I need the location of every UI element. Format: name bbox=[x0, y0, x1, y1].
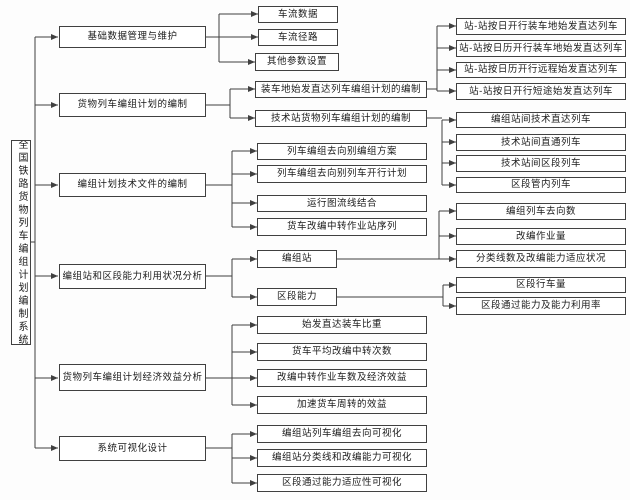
node-loading-site-direct-plan: 装车地始发直达列车编组计划的编制 bbox=[255, 81, 427, 98]
node-marshalling-station: 编组站 bbox=[257, 250, 337, 268]
node-diagram-flowline-combination: 运行图流线结合 bbox=[257, 195, 427, 212]
node-car-flow-data: 车流数据 bbox=[258, 6, 338, 23]
node-section-traffic-volume: 区段行车量 bbox=[456, 277, 626, 293]
node-technical-doc-compilation: 编组计划技术文件的编制 bbox=[59, 173, 206, 197]
node-calendar-loading-direct: 站-站按日历开行装车地始发直达列车 bbox=[456, 40, 626, 57]
node-economic-benefit-analysis: 货物列车编组计划经济效益分析 bbox=[59, 364, 206, 391]
node-classification-track-adaptation: 分类线数及改编能力适应状况 bbox=[456, 250, 626, 268]
node-direction-formation-scheme: 列车编组去向别编组方案 bbox=[257, 143, 427, 160]
node-basic-data-maintenance: 基础数据管理与维护 bbox=[59, 26, 206, 48]
node-car-flow-route: 车流径路 bbox=[258, 29, 338, 46]
node-direction-train-operation-plan: 列车编组去向别列车开行计划 bbox=[257, 165, 427, 183]
node-section-local: 区段管内列车 bbox=[456, 177, 626, 193]
node-resorting-workload: 改编作业量 bbox=[456, 228, 626, 245]
node-turnover-acceleration-benefit: 加速货车周转的效益 bbox=[257, 396, 427, 414]
node-average-resorting-times: 货车平均改编中转次数 bbox=[257, 343, 427, 361]
node-capacity-utilization-analysis: 编组站和区段能力利用状况分析 bbox=[59, 264, 206, 289]
node-resorting-car-count-benefit: 改编中转作业车数及经济效益 bbox=[257, 369, 427, 387]
node-section-capacity-visualization: 区段通过能力适应性可视化 bbox=[257, 474, 427, 492]
node-inter-station-section: 技术站间区段列车 bbox=[456, 155, 626, 172]
node-inter-station-through: 技术站间直通列车 bbox=[456, 134, 626, 151]
node-root-system: 全国铁路货物列车编组计划编制系统 bbox=[11, 140, 31, 345]
node-visualization-design: 系统可视化设计 bbox=[59, 436, 206, 461]
node-calendar-longhaul-direct: 站-站按日历开行远程始发直达列车 bbox=[456, 62, 626, 78]
node-inter-station-technical-direct: 编组站间技术直达列车 bbox=[456, 112, 626, 128]
node-daily-loading-direct: 站-站按日开行装车地始发直达列车 bbox=[456, 18, 626, 35]
node-formation-direction-count: 编组列车去向数 bbox=[456, 203, 626, 220]
node-station-direction-visualization: 编组站列车编组去向可视化 bbox=[257, 425, 427, 443]
node-daily-shorthaul-direct: 站-站按日开行短途始发直达列车 bbox=[456, 83, 626, 100]
node-section-capacity-utilization: 区段通过能力及能力利用率 bbox=[456, 297, 626, 315]
node-section-capacity: 区段能力 bbox=[257, 288, 337, 306]
node-wagon-resorting-station-sequence: 货车改编中转作业站序列 bbox=[257, 218, 427, 236]
node-other-params: 其他参数设置 bbox=[255, 53, 339, 71]
node-direct-loading-ratio: 始发直达装车比重 bbox=[257, 316, 427, 334]
node-station-classification-visualization: 编组站分类线和改编能力可视化 bbox=[257, 449, 427, 467]
node-technical-station-plan: 技术站货物列车编组计划的编制 bbox=[255, 110, 427, 127]
node-freight-train-plan-compilation: 货物列车编组计划的编制 bbox=[59, 93, 206, 117]
